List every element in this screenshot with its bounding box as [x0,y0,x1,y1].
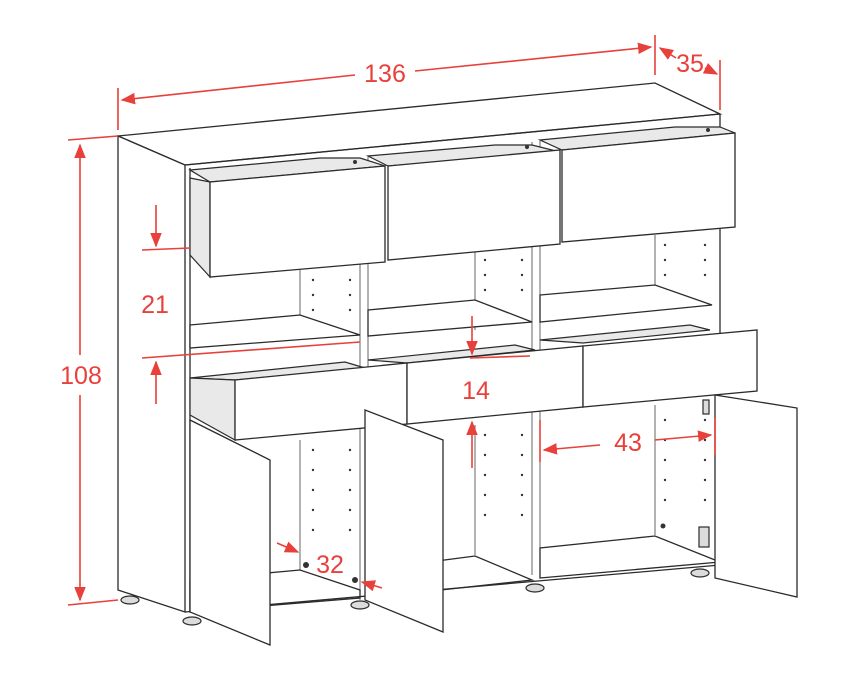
foot [350,600,370,610]
cabinet-doors [189,394,798,646]
middle-drawer-front-right[interactable] [582,329,758,408]
shelf-left [189,314,361,349]
top-drawer-box-right [537,126,736,151]
width-label: 136 [364,60,406,88]
top-drawer-front-left[interactable] [209,165,386,278]
middle-gap-label: 14 [462,377,490,405]
middle-drawers [189,324,758,442]
bottom-right [539,535,721,579]
shelf-right [539,284,713,323]
door-left-open[interactable] [189,418,271,646]
shelf-pin-holes [311,243,707,532]
shelf-middle [367,299,533,337]
door-middle-open[interactable] [364,409,444,633]
drawer-gap-label: 21 [141,291,169,319]
foot [525,583,545,593]
hinge [698,526,710,548]
hinge [702,399,710,415]
foot [182,616,202,626]
dimension-annotations: 136 35 108 21 14 43 32 [60,35,721,606]
top-drawer-front-middle[interactable] [387,149,561,261]
top-drawer-side [189,177,211,279]
door-right-open[interactable] [714,394,798,598]
top-drawers [188,126,736,279]
top-drawer-box-middle [365,144,561,167]
left-side-panel [117,135,186,613]
top-drawer-box-left [188,157,386,183]
depth-label: 35 [676,50,704,78]
foot [690,568,710,578]
height-label: 108 [60,362,102,390]
middle-drawer-box-right [539,324,711,344]
inner-width-label: 43 [614,429,642,457]
top-drawer-front-right[interactable] [561,132,736,243]
door-gap-label: 32 [316,551,344,579]
foot [120,595,140,605]
